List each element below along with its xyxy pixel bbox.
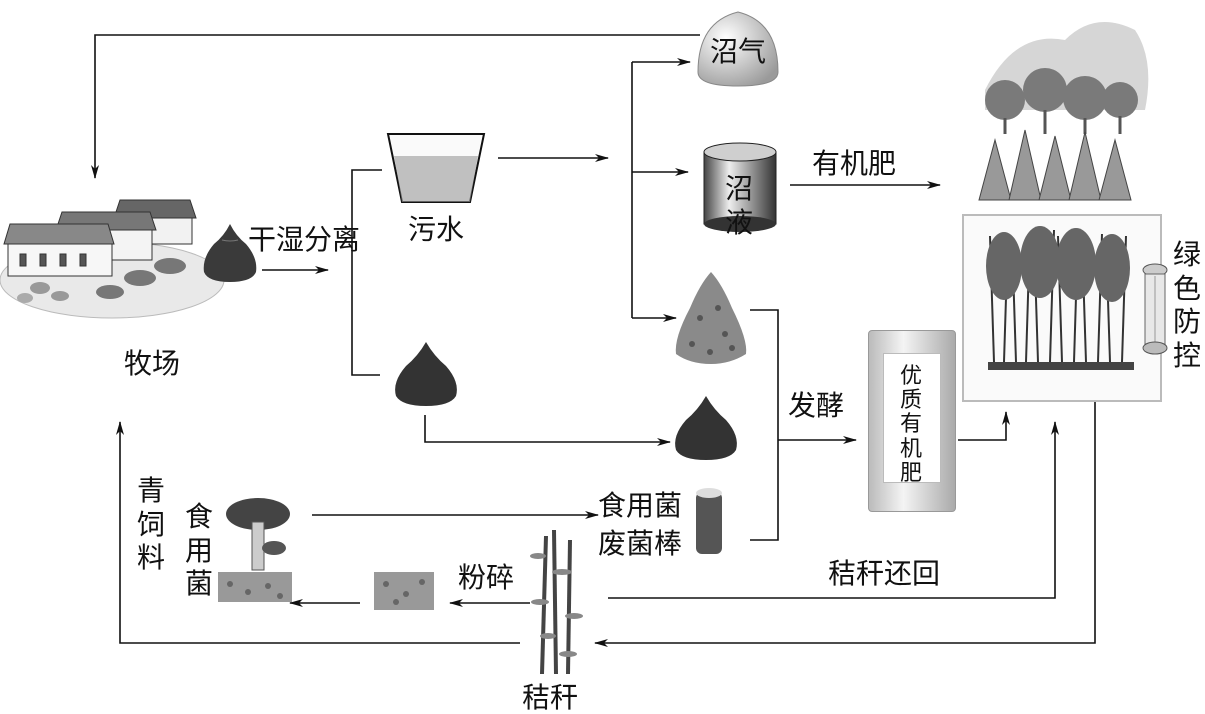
label-wastewater: 污水 [408,213,465,246]
label-dry-wet-separation: 干湿分离 [248,223,361,256]
mushroom-illustration [218,498,292,602]
compost-pile-icon [675,272,747,364]
arrow-manure-to-ferment [424,415,671,446]
bracket-fermentation [750,309,779,541]
arrow-straw-to-farm [116,421,520,644]
arrow-straw-return [608,421,1059,599]
label-mushroom-waste-1: 食用菌 [598,489,683,522]
label-crush: 粉碎 [458,561,515,594]
biogas-slurry-tank-icon [703,142,777,232]
forest-hills-illustration [978,22,1149,201]
crop-field-box [962,214,1162,402]
label-green-feed: 青饲料 [136,474,165,575]
manure-pile-icon [203,224,257,282]
crushed-straw-icon [374,572,434,610]
ferment-manure-icon [675,396,737,460]
bracket-separation [351,169,382,376]
quality-fertilizer-label: 优质有机肥 [899,364,922,486]
straw-stalks-illustration [530,529,583,675]
pest-control-lamp-icon [1142,263,1168,355]
wastewater-basin-icon [386,133,486,203]
label-mushroom-waste-2: 废菌棒 [598,527,683,560]
arrow-fertilizer-to-field [958,411,1010,441]
crop-field-plants [986,226,1134,370]
label-organic-fertilizer: 有机肥 [812,147,897,180]
waste-mushroom-rod-icon [696,488,722,554]
label-straw-return: 秸秆还回 [828,557,941,590]
label-biogas-slurry: 沼液 [724,172,753,239]
label-edible-fungi: 食用菌 [184,500,213,601]
label-straw: 秸秆 [522,681,579,714]
biogas-dome-icon [697,11,779,87]
arrow-field-to-straw [594,400,1096,647]
arrow-biogas-to-farm [91,34,700,179]
label-farm: 牧场 [124,347,181,380]
farm-illustration [0,199,225,319]
quality-fertilizer-bag: 优质有机肥 [868,330,956,512]
label-green-control: 绿色防控 [1172,238,1201,372]
solid-manure-icon [395,342,457,406]
label-fermentation: 发酵 [788,389,845,422]
label-biogas: 沼气 [710,35,767,68]
